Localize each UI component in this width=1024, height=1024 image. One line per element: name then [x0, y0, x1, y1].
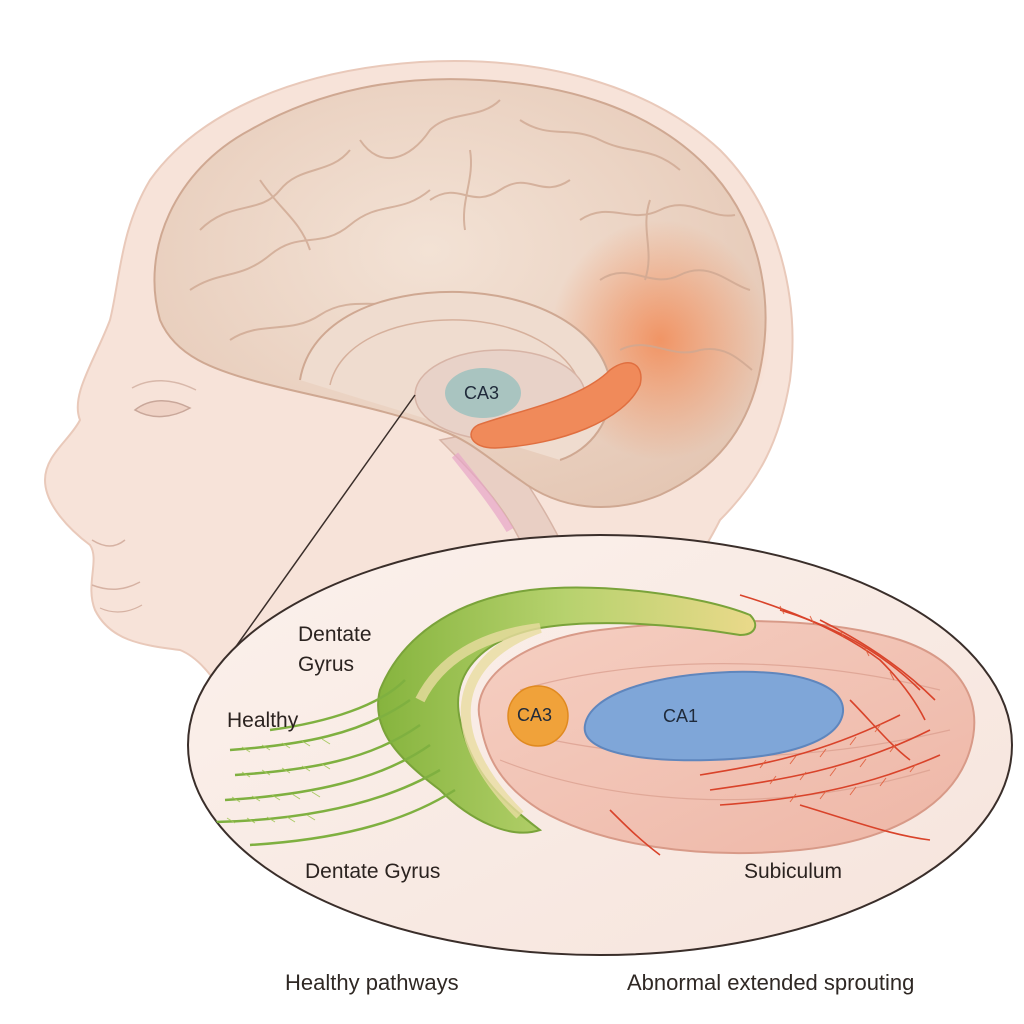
- inset-healthy-label: Healthy: [227, 709, 299, 732]
- inset-ca3-region: [507, 685, 569, 747]
- inset-ca1-region: [583, 670, 845, 762]
- inset-dentate-gyrus-bottom-label: Dentate Gyrus: [305, 860, 441, 883]
- inset-ca1-label: CA1: [663, 706, 699, 726]
- hippocampus-inset: [187, 534, 1013, 956]
- brain-ca3-region: [445, 368, 521, 418]
- caption-healthy-pathways: Healthy pathways: [285, 970, 459, 995]
- zoom-connector: [204, 394, 416, 691]
- brain-ca3-label: CA3: [464, 383, 500, 403]
- brain-hippocampus-highlight: [470, 362, 642, 449]
- inset-dentate-gyrus-top-label: Dentate Gyrus: [298, 623, 372, 676]
- inset-ca3-label: CA3: [517, 705, 553, 725]
- caption-abnormal-sprouting: Abnormal extended sprouting: [627, 970, 915, 995]
- brain: [153, 78, 770, 508]
- inset-subiculum-label: Subiculum: [744, 860, 843, 883]
